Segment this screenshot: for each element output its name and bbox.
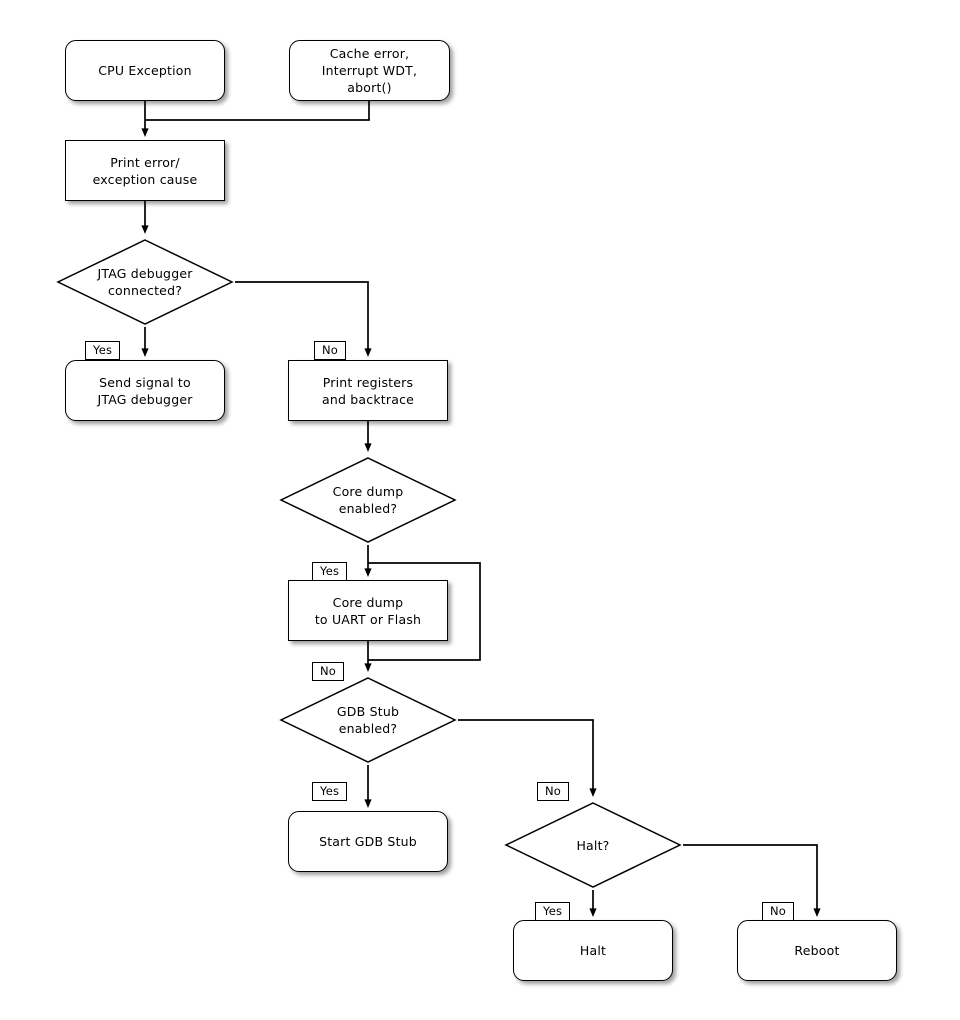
node-core-dump-label: Core dump to UART or Flash [314, 594, 422, 627]
edge-label-gdbstub-no: No [537, 782, 570, 801]
node-reboot[interactable]: Reboot [737, 920, 897, 981]
diamond-shape [504, 802, 682, 888]
edge-halt-no [683, 844, 821, 918]
node-core-dump[interactable]: Core dump to UART or Flash [288, 580, 448, 641]
node-print-registers[interactable]: Print registers and backtrace [288, 360, 448, 421]
edge-cache-to-print [145, 101, 370, 121]
node-start-gdb-stub[interactable]: Start GDB Stub [288, 811, 448, 872]
node-halt-decision-label: Halt? [576, 837, 610, 853]
node-jtag-debugger-decision-label: JTAG debugger connected? [97, 266, 193, 298]
node-print-error[interactable]: Print error/ exception cause [65, 140, 225, 201]
node-cpu-exception[interactable]: CPU Exception [65, 40, 225, 101]
node-reboot-label: Reboot [794, 943, 840, 958]
diamond-shape [279, 677, 457, 763]
node-send-signal-jtag-label: Send signal to JTAG debugger [97, 374, 193, 407]
node-halt-label: Halt [579, 943, 607, 958]
node-gdb-stub-decision-label: GDB Stub enabled? [336, 704, 400, 736]
edge-label-coredump-yes: Yes [312, 562, 348, 581]
node-print-error-label: Print error/ exception cause [92, 154, 198, 187]
edge-label-jtag-no: No [314, 341, 347, 360]
edge-label-gdbstub-yes: Yes [312, 782, 348, 801]
node-core-dump-decision[interactable]: Core dump enabled? [278, 455, 458, 545]
node-jtag-debugger-decision[interactable]: JTAG debugger connected? [55, 237, 235, 327]
node-core-dump-decision-label: Core dump enabled? [332, 484, 404, 516]
node-cache-error-label: Cache error, Interrupt WDT, abort() [321, 46, 418, 95]
edge-gdbstub-no [458, 719, 597, 798]
diamond-shape [279, 457, 457, 543]
edge-label-coredump-no: No [312, 662, 345, 681]
edge-label-halt-no: No [762, 902, 795, 921]
node-halt[interactable]: Halt [513, 920, 673, 981]
edge-label-jtag-yes: Yes [85, 341, 121, 360]
node-cpu-exception-label: CPU Exception [98, 63, 192, 78]
node-print-registers-label: Print registers and backtrace [321, 374, 415, 407]
node-gdb-stub-decision[interactable]: GDB Stub enabled? [278, 675, 458, 765]
edge-label-halt-yes: Yes [535, 902, 571, 921]
node-cache-error[interactable]: Cache error, Interrupt WDT, abort() [289, 40, 450, 101]
node-send-signal-jtag[interactable]: Send signal to JTAG debugger [65, 360, 225, 421]
edge-jtag-no [235, 281, 372, 358]
node-halt-decision[interactable]: Halt? [503, 800, 683, 890]
diamond-shape [56, 239, 234, 325]
node-start-gdb-stub-label: Start GDB Stub [319, 834, 417, 849]
